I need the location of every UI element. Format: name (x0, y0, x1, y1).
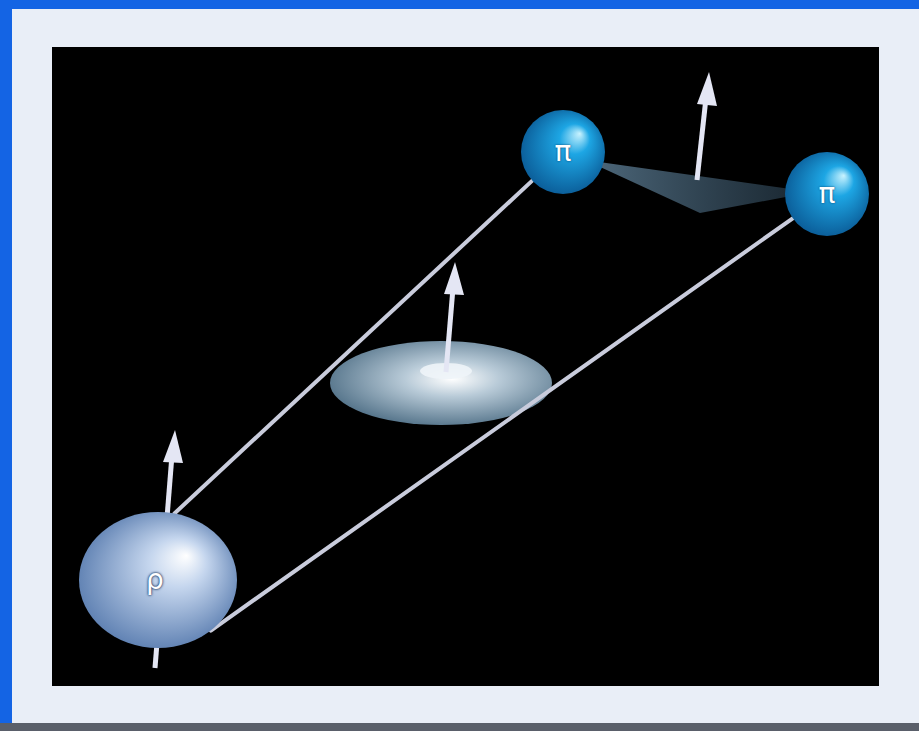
decay-line (174, 181, 532, 514)
particle-label: ρ (146, 566, 164, 594)
spin-arrow (697, 72, 717, 180)
frame-band (0, 723, 919, 731)
pion-sphere: π (521, 110, 605, 194)
particle-label: π (819, 180, 836, 208)
frame-band (0, 0, 919, 9)
particle-label: π (555, 138, 572, 166)
frame-band (0, 0, 12, 731)
decay-line (211, 218, 793, 630)
pion-sphere: π (785, 152, 869, 236)
spin-arrow (444, 262, 464, 372)
rho-sphere: ρ (79, 512, 237, 648)
